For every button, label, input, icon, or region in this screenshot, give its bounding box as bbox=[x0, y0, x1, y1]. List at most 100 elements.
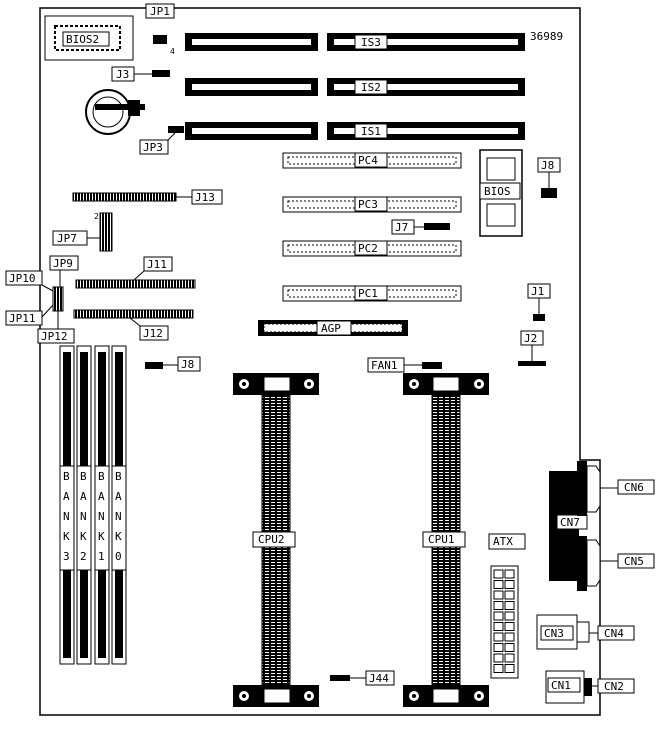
atx-pin bbox=[493, 580, 504, 589]
memory-bank-letter: K bbox=[98, 530, 105, 543]
atx-pin bbox=[493, 569, 504, 579]
cn3-connector: CN3 bbox=[536, 614, 590, 650]
jp9-12-cluster: JP9 JP10 JP11 JP12 bbox=[5, 255, 79, 344]
pci-slot-3: PC3 bbox=[282, 196, 462, 213]
cn2-label: CN2 bbox=[604, 680, 624, 693]
jp12-label: JP12 bbox=[41, 330, 68, 343]
cn4-label: CN4 bbox=[604, 627, 624, 640]
atx-pin bbox=[504, 611, 515, 621]
atx-pin bbox=[504, 632, 515, 642]
cpu1-slot: CPU1 bbox=[403, 373, 489, 707]
battery bbox=[85, 89, 145, 135]
memory-bank-letter: A bbox=[80, 490, 87, 503]
j1-jumper: J1 bbox=[527, 283, 551, 321]
memory-bank-letter: B bbox=[115, 470, 122, 483]
atx-pin bbox=[504, 643, 515, 652]
memory-bank-letter: K bbox=[80, 530, 87, 543]
cn7-connector: CN7 bbox=[549, 471, 588, 581]
isa-slots: IS3 IS2 IS1 bbox=[185, 33, 525, 140]
atx-pin bbox=[504, 601, 515, 610]
pci-slot-2: PC2 bbox=[282, 240, 462, 257]
memory-bank-letter: B bbox=[98, 470, 105, 483]
atx-label: ATX bbox=[493, 535, 513, 548]
jp7-label: JP7 bbox=[57, 232, 77, 245]
atx-pin bbox=[504, 569, 515, 579]
atx-pin bbox=[504, 590, 515, 600]
agp-slot: AGP bbox=[258, 320, 408, 336]
atx-pin bbox=[493, 622, 504, 631]
j7-label: J7 bbox=[395, 221, 408, 234]
j3-label: J3 bbox=[116, 68, 129, 81]
board-id: 36989 bbox=[530, 30, 563, 43]
atx-pin bbox=[493, 611, 504, 621]
jp10-label: JP10 bbox=[9, 272, 36, 285]
j11-label: J11 bbox=[147, 258, 167, 271]
cn5-label: CN5 bbox=[624, 555, 644, 568]
pci-slots: PC4 PC3 PC2 PC1 bbox=[282, 152, 462, 302]
j2-jumper: J2 bbox=[518, 330, 546, 366]
bios2-chip: BIOS2 bbox=[44, 15, 134, 61]
atx-pin bbox=[504, 622, 515, 631]
fan1-connector: FAN1 bbox=[367, 357, 442, 373]
j11-connector: J11 bbox=[75, 256, 196, 289]
memory-bank-letter: K bbox=[63, 530, 70, 543]
cn6-connector: CN6 bbox=[577, 461, 655, 516]
atx-pin bbox=[493, 664, 504, 673]
j8-left-jumper: J8 bbox=[145, 356, 201, 372]
pci-slot-4: PC4 bbox=[282, 152, 462, 169]
cpu1-label: CPU1 bbox=[428, 533, 455, 546]
memory-bank-letter: 1 bbox=[98, 550, 105, 563]
memory-bank-letter: B bbox=[80, 470, 87, 483]
isa-slot-1-label: IS1 bbox=[361, 125, 381, 138]
atx-pin bbox=[493, 632, 504, 642]
j8-left-label: J8 bbox=[181, 358, 194, 371]
cn6-label: CN6 bbox=[624, 481, 644, 494]
j12-connector: J12 bbox=[73, 309, 194, 341]
memory-bank-letter: N bbox=[63, 510, 70, 523]
bios2-label: BIOS2 bbox=[66, 33, 99, 46]
cn7-label: CN7 bbox=[560, 516, 580, 529]
atx-pin bbox=[504, 664, 515, 673]
atx-pin bbox=[493, 643, 504, 652]
cpu2-label: CPU2 bbox=[258, 533, 285, 546]
atx-pin bbox=[504, 580, 515, 589]
j8-top-jumper: J8 bbox=[537, 157, 561, 198]
memory-bank-letter: 3 bbox=[63, 550, 70, 563]
j8-top-label: J8 bbox=[541, 159, 554, 172]
j7-jumper: J7 bbox=[391, 219, 450, 235]
memory-bank-letter: A bbox=[98, 490, 105, 503]
j3-jumper: J3 bbox=[111, 66, 170, 82]
jp7-pin-label: 2 bbox=[94, 212, 99, 221]
atx-pin bbox=[493, 601, 504, 610]
isa-slot-2-label: IS2 bbox=[361, 81, 381, 94]
cn2-connector: CN2 bbox=[592, 678, 635, 694]
j12-label: J12 bbox=[143, 327, 163, 340]
jp1-pin-label: 4 bbox=[170, 47, 175, 56]
j2-label: J2 bbox=[524, 332, 537, 345]
memory-bank-letter: N bbox=[115, 510, 122, 523]
memory-bank-letter: 0 bbox=[115, 550, 122, 563]
memory-bank-letter: N bbox=[80, 510, 87, 523]
jp1-label: JP1 bbox=[150, 5, 170, 18]
memory-bank-letter: 2 bbox=[80, 550, 87, 563]
memory-bank-letter: B bbox=[63, 470, 70, 483]
memory-bank-letter: A bbox=[63, 490, 70, 503]
pci-slot-4-label: PC4 bbox=[358, 154, 378, 167]
jp11-label: JP11 bbox=[9, 312, 36, 325]
j13-connector: J13 bbox=[72, 189, 223, 205]
j1-label: J1 bbox=[531, 285, 544, 298]
isa-slot-3-label: IS3 bbox=[361, 36, 381, 49]
pci-slot-1-label: PC1 bbox=[358, 287, 378, 300]
agp-label: AGP bbox=[321, 322, 341, 335]
atx-pin bbox=[493, 653, 504, 663]
j13-label: J13 bbox=[195, 191, 215, 204]
bios-chip: BIOS bbox=[479, 149, 523, 237]
jp3-jumper: JP3 bbox=[139, 126, 184, 155]
cn1-connector: CN1 bbox=[545, 670, 592, 704]
